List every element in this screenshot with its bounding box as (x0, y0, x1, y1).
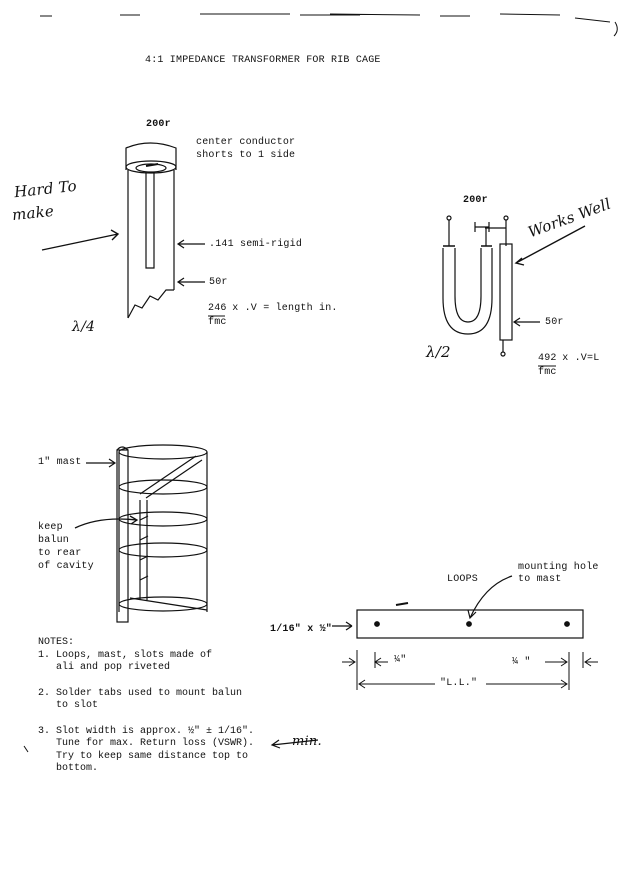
arrow-size (332, 621, 353, 631)
formula-246-rest: x .V = length in. (226, 303, 338, 314)
mounting-hole-2: to mast (518, 574, 562, 585)
arrow-keep-balun (74, 515, 139, 529)
center-note-1: center conductor (196, 137, 296, 148)
note-3b: Tune for max. Return loss (VSWR). (38, 738, 255, 749)
dim-total (358, 679, 568, 689)
note-1b: ali and pop riveted (38, 662, 171, 673)
dim-quarter-left (342, 657, 388, 667)
impedance-200r-half: 200r (463, 195, 488, 206)
mast-label: 1" mast (38, 457, 82, 468)
impedance-200r-top: 200r (146, 119, 171, 130)
note-1a: 1. Loops, mast, slots made of (38, 650, 213, 661)
note-2b: to slot (38, 700, 99, 711)
impedance-50r: 50r (209, 277, 228, 288)
mast-cavity (116, 444, 208, 623)
impedance-50r-side: 50r (545, 317, 564, 328)
formula-492-den: fmc (538, 367, 557, 378)
handnote-min: min. (292, 734, 322, 749)
arrow-hard-to-make (41, 229, 120, 251)
lambda-half-label: λ/2 (426, 343, 451, 361)
arrow-works-well (514, 225, 586, 266)
formula-246-num: 246 (208, 303, 227, 314)
scan-edge-line (40, 13, 611, 23)
dim-quarter-right (545, 657, 598, 667)
lambda-quarter-label: λ/4 (72, 319, 96, 335)
mounting-strip (356, 602, 584, 639)
handnote-hard-to: Hard To (13, 176, 78, 202)
arrow-50r-side (512, 317, 540, 327)
mounting-hole-1: mounting hole (518, 562, 599, 573)
center-note-2: shorts to 1 side (196, 150, 296, 161)
dim-total-label: "L.L." (440, 678, 478, 689)
dim-left-label: ¼" (394, 655, 407, 666)
formula-492-rest: x .V=L (556, 353, 600, 364)
arrow-min (270, 739, 319, 749)
note-2a: 2. Solder tabs used to mount balun (38, 688, 243, 699)
arrow-mast (86, 458, 117, 468)
arrow-50r (176, 277, 205, 287)
formula-246-den: fmc (208, 317, 227, 328)
formula-492-num: 492 (538, 353, 557, 364)
stray-mark (23, 745, 29, 753)
corner-mark (613, 21, 618, 37)
arrow-mounting-hole (467, 575, 513, 620)
note-3d: bottom. (38, 763, 99, 774)
notes-heading: NOTES: (38, 637, 75, 648)
dim-right-label: ¼ " (512, 657, 531, 668)
handnote-make: make (11, 201, 55, 225)
keep-note-2: balun (38, 535, 70, 546)
quarter-wave-coax (125, 142, 177, 319)
half-wave-u-balun (442, 215, 513, 357)
page-title: 4:1 IMPEDANCE TRANSFORMER FOR RIB CAGE (145, 55, 381, 66)
strip-size-label: 1/16" x ½" (270, 624, 333, 635)
note-3a: 3. Slot width is approx. ½" ± 1/16". (38, 726, 255, 737)
dim-ext-lines (356, 650, 584, 690)
loops-label: LOOPS (447, 574, 479, 585)
keep-note-4: of cavity (38, 561, 94, 572)
keep-note-3: to rear (38, 548, 82, 559)
note-3c: Try to keep same distance top to (38, 751, 249, 762)
semi-rigid-label: .141 semi-rigid (209, 239, 303, 250)
keep-note-1: keep (38, 522, 63, 533)
arrow-semi-rigid (176, 239, 205, 249)
